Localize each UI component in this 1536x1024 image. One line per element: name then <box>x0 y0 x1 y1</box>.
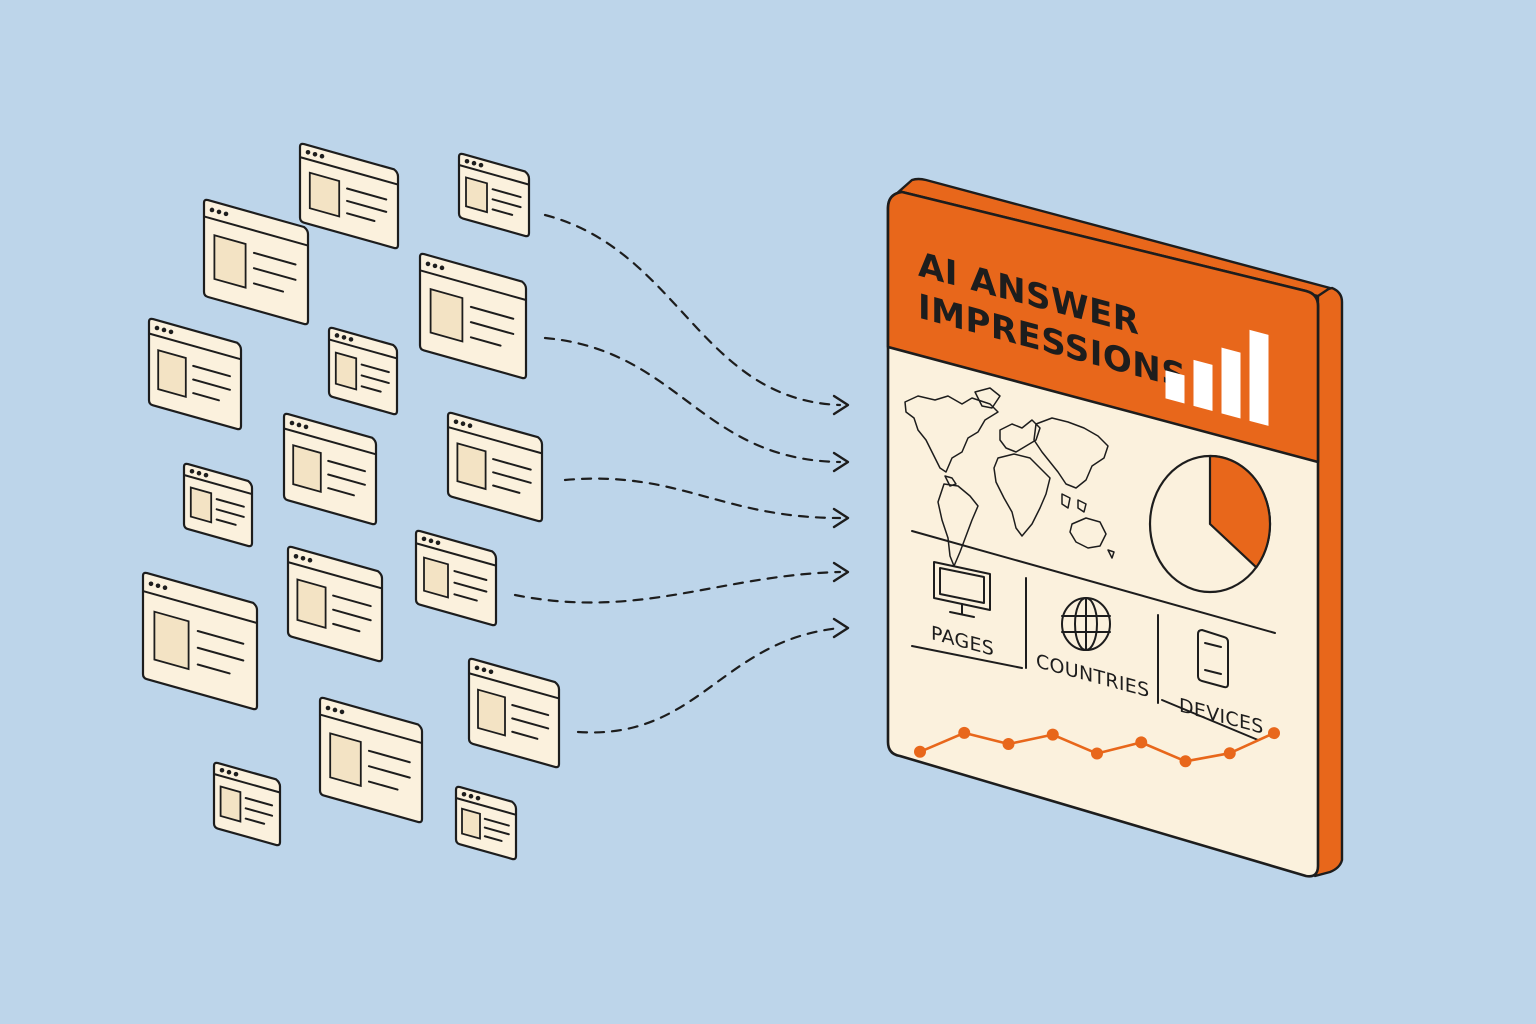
bar-chart-bar <box>1165 370 1185 404</box>
browser-window-icon <box>282 412 378 526</box>
bar-chart-bar <box>1221 347 1241 419</box>
flow-arrows <box>513 213 850 734</box>
browser-window-icon <box>141 571 259 711</box>
trend-point <box>1091 747 1103 760</box>
browser-window-icon <box>298 142 400 250</box>
browser-window-icon <box>202 198 310 326</box>
browser-window-icon <box>454 785 518 861</box>
trend-point <box>1268 727 1280 740</box>
flow-arrow-4 <box>513 561 850 604</box>
panel-top-edge <box>893 177 1332 298</box>
browser-window-icon <box>182 462 254 548</box>
panel-divider-mid-1 <box>911 645 1023 669</box>
trend-point <box>1046 728 1059 741</box>
pie-chart-slice <box>1208 454 1272 569</box>
line-chart-icon <box>914 726 1280 768</box>
trend-point <box>958 726 971 739</box>
browser-window-icon <box>286 545 384 663</box>
browser-window-icon <box>212 761 282 847</box>
browser-window-icon <box>327 326 399 416</box>
flow-arrow-2 <box>543 336 850 473</box>
globe-icon <box>1061 597 1111 651</box>
source-pages-cluster <box>141 142 561 861</box>
pie-chart-icon <box>1148 454 1272 594</box>
browser-window-icon <box>467 657 561 769</box>
flow-arrow-1 <box>543 213 850 416</box>
browser-window-icon <box>457 152 531 238</box>
bar-chart-icon <box>1165 329 1269 426</box>
analytics-dashboard-panel: AI ANSWER IMPRESSIONS <box>886 177 1344 878</box>
panel-divider-mid-2 <box>1161 699 1259 741</box>
browser-window-icon <box>446 411 544 523</box>
trend-point <box>1179 755 1192 768</box>
monitor-icon <box>933 561 991 618</box>
world-map-icon <box>904 387 1115 567</box>
browser-window-icon <box>318 696 424 824</box>
browser-window-icon <box>414 529 498 627</box>
browser-window-icon <box>147 317 243 431</box>
panel-divider-top <box>911 530 1276 634</box>
trend-point <box>1002 737 1015 750</box>
trend-point <box>1135 736 1148 749</box>
panel-side <box>1313 286 1344 878</box>
smartphone-icon <box>1197 629 1229 689</box>
trend-point <box>914 745 926 758</box>
bar-chart-bar <box>1193 359 1213 411</box>
flow-arrow-5 <box>576 617 850 734</box>
flow-arrow-3 <box>563 477 850 529</box>
browser-window-icon <box>418 252 528 380</box>
trend-point <box>1223 747 1236 760</box>
bar-chart-bar <box>1249 329 1269 426</box>
